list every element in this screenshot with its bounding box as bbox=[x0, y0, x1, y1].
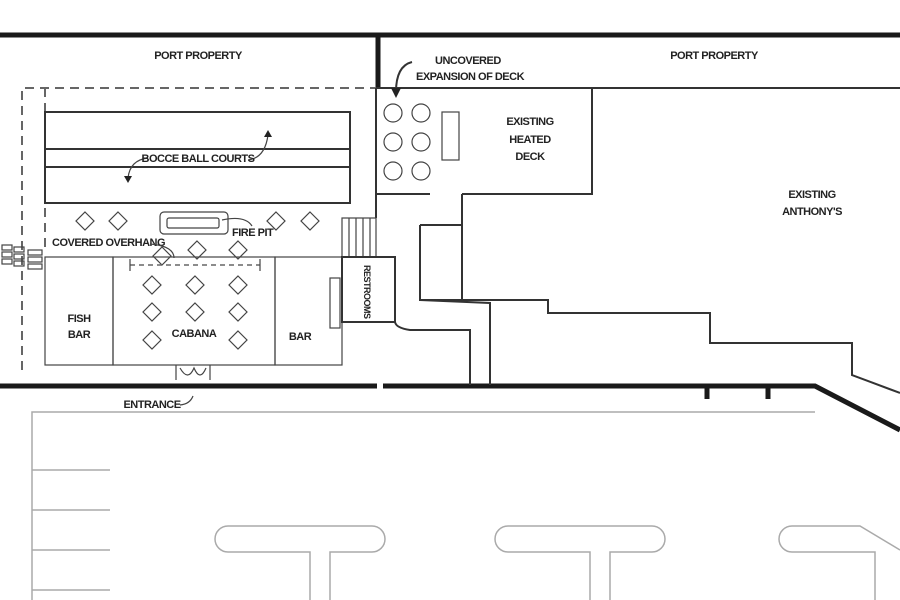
table-diamond bbox=[228, 302, 248, 322]
deck-tables bbox=[383, 103, 460, 181]
stairs bbox=[341, 217, 377, 258]
entrance-doors bbox=[175, 365, 211, 380]
bocce-label: BOCCE BALL COURTS bbox=[142, 153, 255, 165]
table-diamond bbox=[75, 211, 95, 231]
table-diamond bbox=[228, 240, 248, 260]
table-diamond bbox=[187, 240, 207, 260]
table-diamond bbox=[142, 302, 162, 322]
entrance-label: ENTRANCE bbox=[123, 399, 180, 411]
port-property-right-label: PORT PROPERTY bbox=[670, 50, 759, 62]
table-diamond bbox=[300, 211, 320, 231]
tables bbox=[75, 211, 320, 350]
side-seating bbox=[1, 244, 43, 270]
restrooms-label: RESTROOMS bbox=[362, 265, 372, 319]
table-diamond bbox=[185, 302, 205, 322]
bar bbox=[274, 256, 343, 366]
fire-pit-label: FIRE PIT bbox=[232, 227, 274, 239]
arrow-icon bbox=[391, 88, 401, 98]
heated-deck-label-2: HEATED bbox=[509, 134, 551, 146]
heated-deck-label-1: EXISTING bbox=[506, 116, 553, 128]
table-diamond bbox=[142, 330, 162, 350]
cabana-label: CABANA bbox=[172, 328, 217, 340]
table-diamond bbox=[266, 211, 286, 231]
bar-label: BAR bbox=[289, 331, 312, 343]
table-diamond bbox=[185, 275, 205, 295]
uncovered-label-1: UNCOVERED bbox=[435, 55, 501, 67]
table-diamond bbox=[108, 211, 128, 231]
anthonys-label-1: EXISTING bbox=[788, 189, 835, 201]
table-diamond bbox=[228, 330, 248, 350]
fish-bar-label-2: BAR bbox=[68, 329, 91, 341]
fish-bar bbox=[44, 256, 114, 366]
restrooms bbox=[341, 256, 396, 323]
arrow-icon bbox=[127, 157, 149, 179]
property-lines bbox=[0, 32, 900, 433]
parking-lot bbox=[31, 411, 900, 600]
anthonys-label-2: ANTHONY'S bbox=[782, 206, 842, 218]
covered-overhang-label: COVERED OVERHANG bbox=[52, 237, 165, 249]
bocce-ball-courts bbox=[44, 111, 351, 204]
fire-pit bbox=[159, 211, 229, 235]
port-property-left-label: PORT PROPERTY bbox=[154, 50, 243, 62]
heated-deck-label-3: DECK bbox=[515, 151, 545, 163]
uncovered-label-2: EXPANSION OF DECK bbox=[416, 71, 525, 83]
table-diamond bbox=[152, 246, 172, 266]
table-diamond bbox=[228, 275, 248, 295]
arrow-icon bbox=[247, 134, 269, 161]
arrow-icon bbox=[149, 243, 175, 259]
fish-bar-label-1: FISH bbox=[67, 313, 91, 325]
table-diamond bbox=[142, 275, 162, 295]
